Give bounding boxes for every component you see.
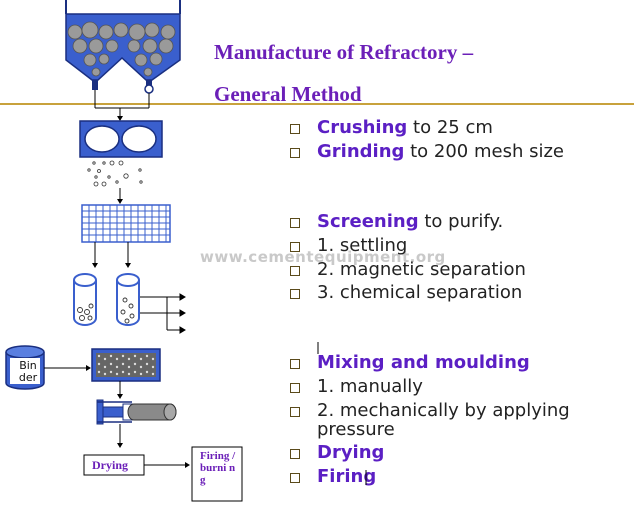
- bullet-text: to purify.: [418, 211, 504, 232]
- bullet-square-icon: [290, 124, 300, 134]
- bullet-manually: 1. manually: [290, 377, 423, 396]
- drying-label: Drying: [92, 458, 128, 472]
- bullet-crushing: Crushing to 25 cm: [290, 118, 493, 137]
- bullet-square-icon: [290, 218, 300, 228]
- bullet-square-icon: [290, 266, 300, 276]
- firing-box: [191, 446, 243, 502]
- bullet-grinding: Grinding to 200 mesh size: [290, 142, 564, 161]
- firing-label: Firing / burni ng: [200, 450, 236, 486]
- bullet-chemical-separation: 3. chemical separation: [290, 283, 522, 302]
- bullet-mechanically: 2. mechanically by applying pressure: [290, 401, 617, 439]
- bullet-text: 2. mechanically by applying pressure: [317, 400, 570, 440]
- bullet-text: 1. manually: [317, 376, 423, 397]
- bullet-text: 2. magnetic separation: [317, 259, 526, 280]
- ground-particles-icon: [87, 160, 143, 187]
- bullet-keyword: Drying: [317, 442, 385, 463]
- mixer-icon: [91, 348, 161, 382]
- title-divider: [0, 103, 634, 105]
- bullet-square-icon: [290, 473, 300, 483]
- separation-cylinders-icon: [73, 273, 140, 326]
- binder-drum-icon: [5, 345, 45, 390]
- slide-title-line-2: General Method: [214, 82, 362, 106]
- bullet-text: 3. chemical separation: [317, 282, 523, 303]
- bullet-keyword: Grinding: [317, 141, 405, 162]
- bullet-firing: Firing: [290, 467, 376, 486]
- bullet-square-icon: [290, 407, 300, 417]
- separation-outputs-icon: [140, 293, 186, 334]
- bullet-keyword: Crushing: [317, 117, 408, 138]
- bullet-screening: Screening to purify.: [290, 212, 503, 231]
- binder-label: Bin der: [18, 359, 38, 384]
- bullet-square-icon: [290, 148, 300, 158]
- bullet-text: to 200 mesh size: [404, 141, 564, 162]
- bullet-keyword: Firing: [317, 466, 377, 487]
- watermark: www.cementequipment.org: [200, 248, 446, 266]
- bullet-magnetic-separation: 2. magnetic separation: [290, 260, 526, 279]
- bullet-keyword: Mixing and moulding: [317, 352, 530, 373]
- bullet-square-icon: [290, 242, 300, 252]
- crusher-hopper-icon: [65, 0, 181, 121]
- bullet-mixing-moulding: Mixing and moulding: [290, 353, 530, 372]
- bullet-keyword: Screening: [317, 211, 419, 232]
- bullet-square-icon: [290, 289, 300, 299]
- slide-title-line-1: Manufacture of Refractory –: [214, 40, 474, 64]
- bullet-square-icon: [290, 449, 300, 459]
- grinder-icon: [79, 120, 163, 158]
- bullet-drying: Drying: [290, 443, 384, 462]
- bullet-square-icon: [290, 359, 300, 369]
- press-mould-icon: [96, 399, 177, 425]
- bullet-text: 1. settling: [317, 235, 408, 256]
- bullet-text: to 25 cm: [407, 117, 493, 138]
- bullet-settling: 1. settling: [290, 236, 407, 255]
- bullet-square-icon: [290, 383, 300, 393]
- screen-grid-icon: [81, 204, 171, 243]
